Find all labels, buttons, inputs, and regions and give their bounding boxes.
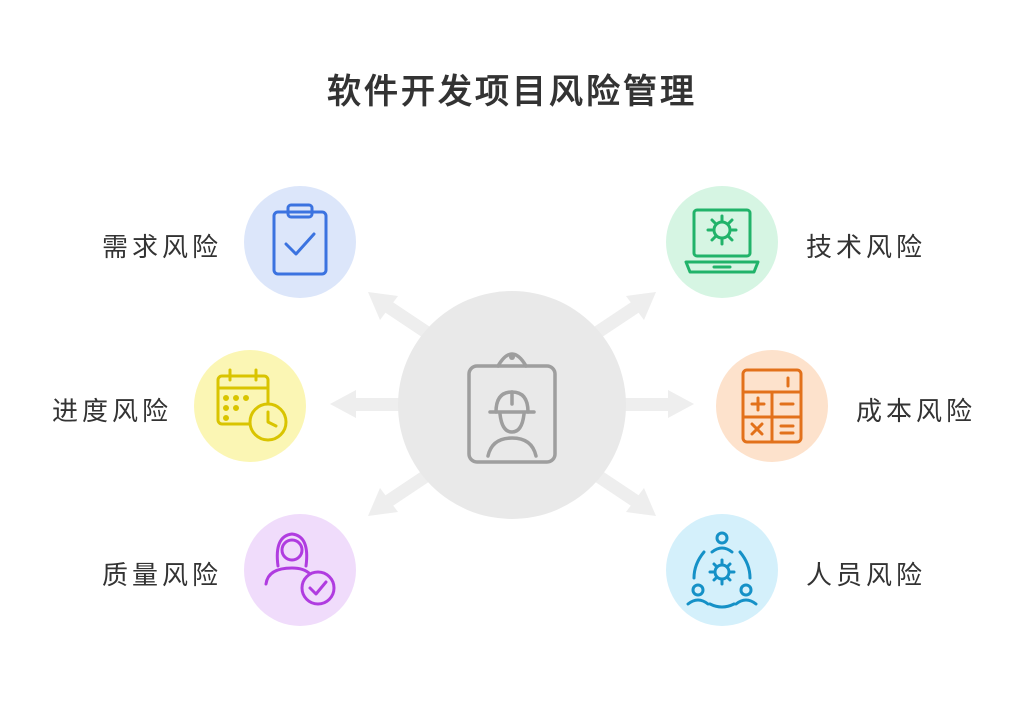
label-cost-risk: 成本风险 bbox=[856, 397, 977, 427]
laptop-gear-icon bbox=[684, 208, 760, 274]
calculator-icon bbox=[741, 368, 803, 444]
person-check-icon bbox=[264, 532, 336, 606]
node-schedule-risk bbox=[194, 350, 306, 462]
node-people-risk bbox=[666, 514, 778, 626]
label-quality-risk: 质量风险 bbox=[101, 561, 222, 591]
arrows bbox=[330, 292, 694, 516]
node-tech-risk bbox=[666, 186, 778, 298]
label-people-risk: 人员风险 bbox=[806, 561, 927, 591]
center-node bbox=[398, 291, 626, 519]
arrow-to-cost bbox=[624, 390, 694, 418]
team-gear-icon bbox=[686, 531, 758, 609]
label-tech-risk: 技术风险 bbox=[806, 233, 927, 263]
node-cost-risk bbox=[716, 350, 828, 462]
node-requirement-risk bbox=[244, 186, 356, 298]
calendar-clock-icon bbox=[216, 368, 288, 442]
label-schedule-risk: 进度风险 bbox=[51, 397, 172, 427]
label-requirement-risk: 需求风险 bbox=[101, 233, 222, 263]
arrow-to-schedule bbox=[330, 390, 400, 418]
clipboard-check-icon bbox=[272, 203, 328, 276]
diagram-title: 软件开发项目风险管理 bbox=[327, 72, 697, 112]
arrow-to-people bbox=[588, 466, 656, 516]
arrow-to-quality bbox=[368, 466, 436, 516]
project-manager-badge-icon bbox=[467, 352, 557, 464]
node-quality-risk bbox=[244, 514, 356, 626]
arrow-to-requirement bbox=[368, 292, 436, 342]
arrow-to-tech bbox=[588, 292, 656, 342]
